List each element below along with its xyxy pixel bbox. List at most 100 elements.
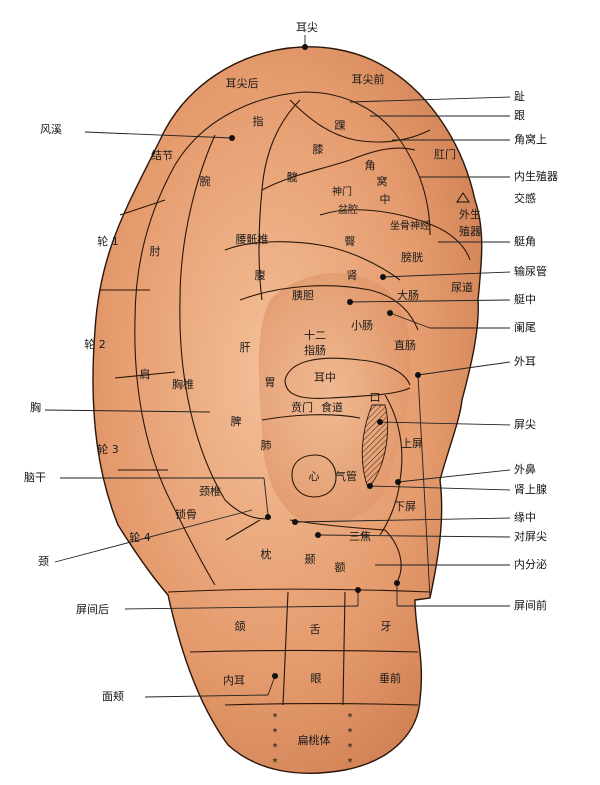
zone-ext-genital-2: 殖器 bbox=[459, 225, 481, 238]
zone-pancreas-gb: 胰胆 bbox=[292, 288, 314, 302]
zone-thoracic: 胸椎 bbox=[172, 377, 194, 391]
zone-small-intestine: 小肠 bbox=[351, 319, 373, 332]
zone-helix3: 轮 3 bbox=[97, 442, 119, 456]
zone-lobe-front: 垂前 bbox=[379, 671, 401, 685]
zone-duodenum-2: 指肠 bbox=[304, 343, 326, 357]
zone-tooth: 牙 bbox=[381, 620, 392, 633]
zone-helix1: 轮 1 bbox=[97, 234, 119, 248]
tonsil-marks: * * * * * * * * bbox=[273, 712, 353, 768]
callout-adrenal: 肾上腺 bbox=[514, 482, 547, 496]
zone-fossa-mid: 中 bbox=[380, 193, 391, 206]
callout-behind-screen: 屏间后 bbox=[76, 603, 109, 616]
zone-cervical: 颈椎 bbox=[199, 484, 221, 498]
zone-shenmen: 神门 bbox=[332, 185, 352, 198]
zone-ext-genital-1: 外生 bbox=[459, 207, 481, 221]
zone-urethra: 尿道 bbox=[451, 280, 473, 294]
zone-kidney: 肾 bbox=[347, 269, 358, 282]
zone-ear-center: 耳中 bbox=[314, 371, 336, 384]
zone-liver: 肝 bbox=[240, 341, 251, 354]
zone-rectum: 直肠 bbox=[394, 338, 416, 352]
callout-labels: 耳尖 风溪 趾 跟 角窝上 内生殖器 交感 艇角 输尿管 艇中 阑尾 外耳 胸 … bbox=[24, 21, 558, 703]
lobe-col-2 bbox=[342, 591, 346, 706]
callout-chest: 胸 bbox=[30, 400, 41, 414]
callout-neck: 颈 bbox=[38, 555, 49, 568]
zone-clavicle: 锁骨 bbox=[175, 507, 197, 521]
lobe-low bbox=[224, 702, 419, 706]
inferior-crus bbox=[319, 209, 471, 261]
zone-large-intestine: 大肠 bbox=[397, 288, 419, 302]
zone-inner-ear: 内耳 bbox=[223, 673, 245, 687]
sympathetic-triangle-icon bbox=[456, 192, 470, 203]
lobe-col-1 bbox=[282, 591, 289, 706]
lobe-top bbox=[167, 588, 431, 593]
callout-heel: 跟 bbox=[514, 109, 525, 122]
zone-trachea: 气管 bbox=[335, 469, 357, 483]
zone-stomach: 胃 bbox=[265, 376, 276, 389]
zone-lower-screen: 下屏 bbox=[394, 500, 416, 513]
zone-knee: 膝 bbox=[313, 143, 324, 156]
zone-jaw: 颌 bbox=[235, 619, 246, 633]
zone-buttock: 臀 bbox=[345, 235, 356, 248]
callout-external-nose: 外鼻 bbox=[514, 462, 536, 476]
zone-esophagus: 食道 bbox=[321, 400, 343, 414]
neck-segment bbox=[225, 519, 261, 541]
helix-seg-1 bbox=[114, 371, 176, 379]
callout-front-screen: 屏间前 bbox=[514, 598, 547, 612]
callout-edge-center: 缘中 bbox=[514, 511, 536, 524]
zone-fossa-angle: 角 bbox=[365, 159, 376, 172]
zone-ankle: 踝 bbox=[335, 119, 346, 132]
zone-fossa-nest: 窝 bbox=[377, 174, 388, 188]
svg-text:*: * bbox=[348, 757, 353, 768]
antihelix-inner-line bbox=[179, 134, 271, 520]
cymba-line bbox=[239, 285, 419, 331]
svg-text:*: * bbox=[273, 757, 278, 768]
zone-triple-burner: 三焦 bbox=[349, 530, 371, 543]
callout-helix-angle: 艇角 bbox=[514, 234, 536, 248]
callout-toe: 趾 bbox=[514, 89, 525, 103]
svg-text:*: * bbox=[348, 742, 353, 753]
helix-crus-lower bbox=[284, 379, 411, 399]
svg-text:*: * bbox=[348, 712, 353, 723]
fossa-line bbox=[261, 147, 416, 191]
cavum-line bbox=[261, 414, 361, 421]
zone-sciatic: 坐骨神经 bbox=[390, 219, 430, 232]
marker-dots bbox=[229, 44, 470, 679]
heart-ring bbox=[291, 454, 337, 498]
svg-text:*: * bbox=[273, 712, 278, 723]
svg-text:*: * bbox=[273, 727, 278, 738]
zone-occiput: 枕 bbox=[261, 547, 272, 561]
zone-bladder: 膀胱 bbox=[401, 250, 423, 264]
zone-shoulder: 肩 bbox=[140, 367, 151, 381]
callout-ear-apex: 耳尖 bbox=[296, 21, 318, 34]
helix-inner-line bbox=[174, 91, 431, 236]
callout-ureter: 输尿管 bbox=[514, 264, 547, 278]
helix-crus-upper bbox=[284, 357, 411, 386]
zone-forehead: 额 bbox=[335, 561, 346, 574]
callout-opp-screen-apex: 对屏尖 bbox=[514, 529, 547, 543]
zone-eye: 眼 bbox=[311, 672, 322, 685]
helix-seg-3 bbox=[119, 199, 166, 216]
zone-mouth: 口 bbox=[370, 391, 381, 404]
zone-abdomen: 腹 bbox=[255, 268, 266, 282]
zone-hip: 髋 bbox=[287, 170, 298, 184]
zone-cardia: 贲门 bbox=[291, 400, 313, 414]
zone-knot: 结节 bbox=[151, 149, 173, 162]
callout-brainstem: 脑干 bbox=[24, 471, 46, 484]
zone-ear-apex-front: 耳尖前 bbox=[352, 72, 385, 86]
callout-upper-fossa-angle: 角窝上 bbox=[514, 132, 547, 146]
svg-text:*: * bbox=[348, 727, 353, 738]
zone-lung: 肺 bbox=[261, 439, 272, 452]
callout-wind-stream: 风溪 bbox=[40, 123, 62, 136]
zone-heart: 心 bbox=[309, 470, 320, 483]
zone-finger: 指 bbox=[253, 114, 264, 128]
callout-appendix: 阑尾 bbox=[514, 320, 536, 334]
svg-text:*: * bbox=[273, 742, 278, 753]
zone-wrist: 腕 bbox=[200, 174, 211, 188]
callout-external-ear: 外耳 bbox=[514, 355, 536, 368]
antihelix-outer-line bbox=[134, 164, 216, 586]
callout-sympathetic: 交感 bbox=[514, 191, 536, 205]
zone-helix2: 轮 2 bbox=[84, 337, 106, 351]
callout-screen-apex: 屏尖 bbox=[514, 418, 536, 431]
zone-spleen: 脾 bbox=[231, 414, 242, 428]
